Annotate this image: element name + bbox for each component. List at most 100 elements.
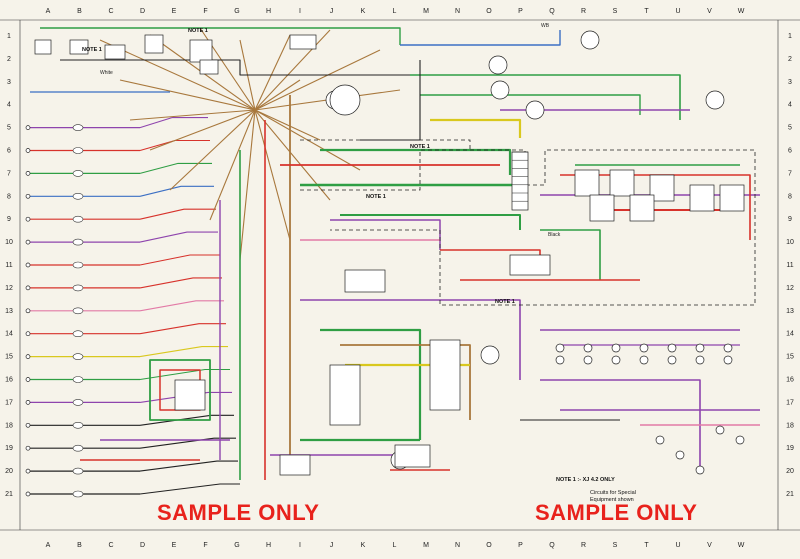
lamp-icon: [723, 343, 733, 353]
lamp-icon: [667, 355, 677, 365]
bulb-icon: [72, 376, 84, 383]
wire-left-route: [139, 414, 234, 426]
row-label-left: 5: [7, 125, 11, 132]
lamp-icon: [583, 343, 593, 353]
column-label-top: A: [46, 8, 51, 15]
wire-left-route: [139, 254, 220, 266]
footnote-text: NOTE 1 :- XJ 4.2 ONLY: [556, 477, 615, 483]
row-label-right: 7: [788, 170, 792, 177]
wire-left-route: [139, 277, 222, 289]
column-label-bottom: W: [738, 542, 745, 549]
bulb-icon: [72, 124, 84, 131]
column-label-bottom: N: [455, 542, 460, 549]
row-label-right: 6: [788, 148, 792, 155]
row-label-left: 11: [5, 262, 12, 269]
row-label-right: 11: [786, 262, 793, 269]
wire-mid-green-3: [340, 214, 521, 230]
row-label-right: 5: [788, 125, 792, 132]
row-label-right: 21: [786, 491, 794, 498]
lamp-icon: [555, 355, 565, 365]
column-label-bottom: K: [361, 542, 366, 549]
column-label-bottom: B: [77, 542, 82, 549]
row-label-left: 16: [5, 377, 13, 384]
connector-block: [429, 339, 461, 411]
bulb-icon: [72, 238, 84, 246]
column-label-top: O: [486, 8, 492, 15]
bulb-icon: [655, 435, 665, 445]
column-label-top: V: [707, 8, 712, 15]
bulb-icon: [72, 193, 84, 200]
wire-fan: [254, 109, 291, 241]
watermark-right: SAMPLE ONLY: [535, 500, 698, 525]
row-label-left: 7: [7, 170, 11, 177]
column-label-top: C: [108, 8, 113, 15]
column-label-bottom: M: [423, 542, 429, 549]
lamp-icon: [25, 171, 31, 176]
lamp-icon: [25, 377, 31, 382]
bulb-icon: [72, 444, 84, 452]
row-label-right: 19: [786, 445, 794, 452]
bulb-icon: [72, 284, 84, 292]
lamp-icon: [25, 262, 31, 268]
column-label-top: P: [518, 8, 523, 15]
column-label-top: U: [675, 8, 680, 15]
column-label-top: S: [613, 8, 618, 15]
wire-fan: [119, 79, 256, 111]
wire-left-route: [139, 323, 226, 335]
wire-fan: [99, 39, 256, 111]
column-label-bottom: Q: [549, 542, 555, 549]
column-label-bottom: H: [266, 542, 271, 549]
column-label-top: G: [234, 8, 239, 15]
column-label-bottom: R: [581, 542, 586, 549]
row-label-right: 16: [786, 377, 794, 384]
watermark-left: SAMPLE ONLY: [157, 500, 320, 525]
row-label-right: 20: [786, 468, 794, 475]
wire-fan: [254, 109, 321, 141]
row-label-left: 9: [7, 216, 11, 223]
wire-left-route: [139, 483, 240, 495]
switch-box: [199, 59, 219, 75]
wire-right-yellow: [430, 118, 522, 138]
column-label-top: E: [172, 8, 177, 15]
wire-left-route: [139, 391, 232, 403]
lamp-icon: [667, 343, 677, 353]
lamp-icon: [611, 355, 621, 365]
wire-left-route: [139, 460, 238, 472]
switch-box: [189, 39, 213, 63]
connector-block: [279, 454, 311, 476]
lamp-icon: [25, 400, 31, 405]
wire-box-green-2: [540, 229, 601, 280]
wire-lower-right-purple-3: [540, 379, 701, 470]
row-label-right: 3: [788, 79, 792, 86]
column-label-bottom: D: [140, 542, 145, 549]
relay-box: [719, 184, 745, 212]
lamp-icon: [25, 331, 31, 337]
row-label-left: 18: [5, 422, 13, 429]
bulb-icon: [72, 421, 84, 429]
row-label-right: 2: [788, 56, 792, 63]
note-label: NOTE 1: [366, 194, 386, 200]
note-label: NOTE 1: [410, 144, 430, 150]
column-label-top: M: [423, 8, 429, 15]
column-label-bottom: S: [613, 542, 618, 549]
wire-fan: [129, 109, 256, 121]
motor-icon: [480, 345, 500, 365]
row-label-right: 9: [788, 216, 792, 223]
row-label-left: 1: [7, 33, 11, 40]
relay-box: [609, 169, 635, 197]
lamp-icon: [639, 343, 649, 353]
column-label-top: B: [77, 8, 82, 15]
row-label-left: 12: [5, 285, 13, 292]
lamp-icon: [695, 343, 705, 353]
bulb-icon: [72, 490, 84, 498]
motor-icon: [490, 80, 510, 100]
relay-box: [589, 194, 615, 222]
column-label-top: W: [738, 8, 745, 15]
column-label-top: Q: [549, 8, 555, 15]
dashed-note-enclosure: [300, 149, 756, 306]
lamp-icon: [25, 125, 31, 130]
wire-left-route: [139, 346, 228, 358]
wire-mid-green: [320, 148, 512, 175]
wire-brown-route: [340, 344, 471, 420]
